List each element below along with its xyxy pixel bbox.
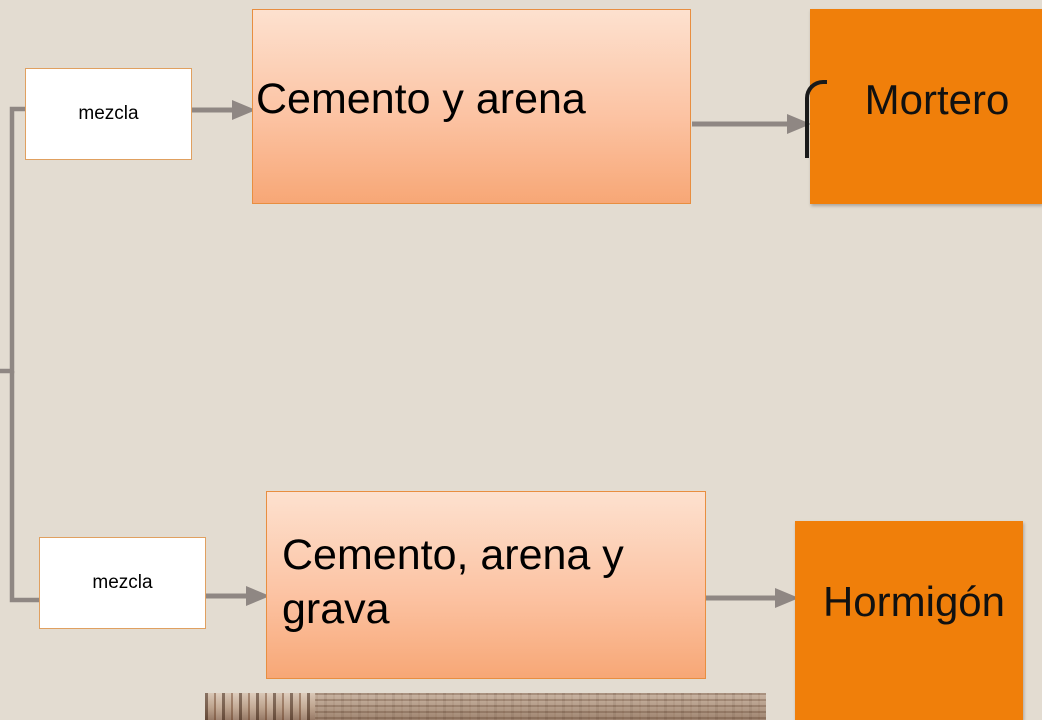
material-label-bottom: Cemento, arena y grava [282, 531, 624, 633]
material-label-top: Cemento y arena [256, 75, 586, 123]
product-box-concrete: Hormigón [795, 521, 1023, 720]
arrowhead-icon [787, 114, 811, 134]
product-label-bottom: Hormigón [822, 577, 1006, 625]
branch-line [0, 106, 25, 374]
material-box-cement-sand-gravel: Cemento, arena y grava [266, 491, 706, 679]
mix-box-bottom: mezcla [39, 537, 206, 629]
material-box-cement-sand: Cemento y arena [252, 9, 691, 204]
arrowhead-icon [246, 586, 270, 606]
branch-line-lower [9, 371, 39, 603]
arrowhead-icon [775, 588, 799, 608]
product-box-mortar: Mortero [810, 9, 1042, 204]
mix-box-top: mezcla [25, 68, 192, 160]
mix-label-bottom: mezcla [92, 572, 153, 593]
building-photo [205, 693, 766, 720]
product-label-top: Mortero [864, 75, 1010, 123]
bracket-mark [805, 80, 827, 158]
arrowhead-icon [232, 100, 256, 120]
mix-label-top: mezcla [78, 103, 139, 124]
